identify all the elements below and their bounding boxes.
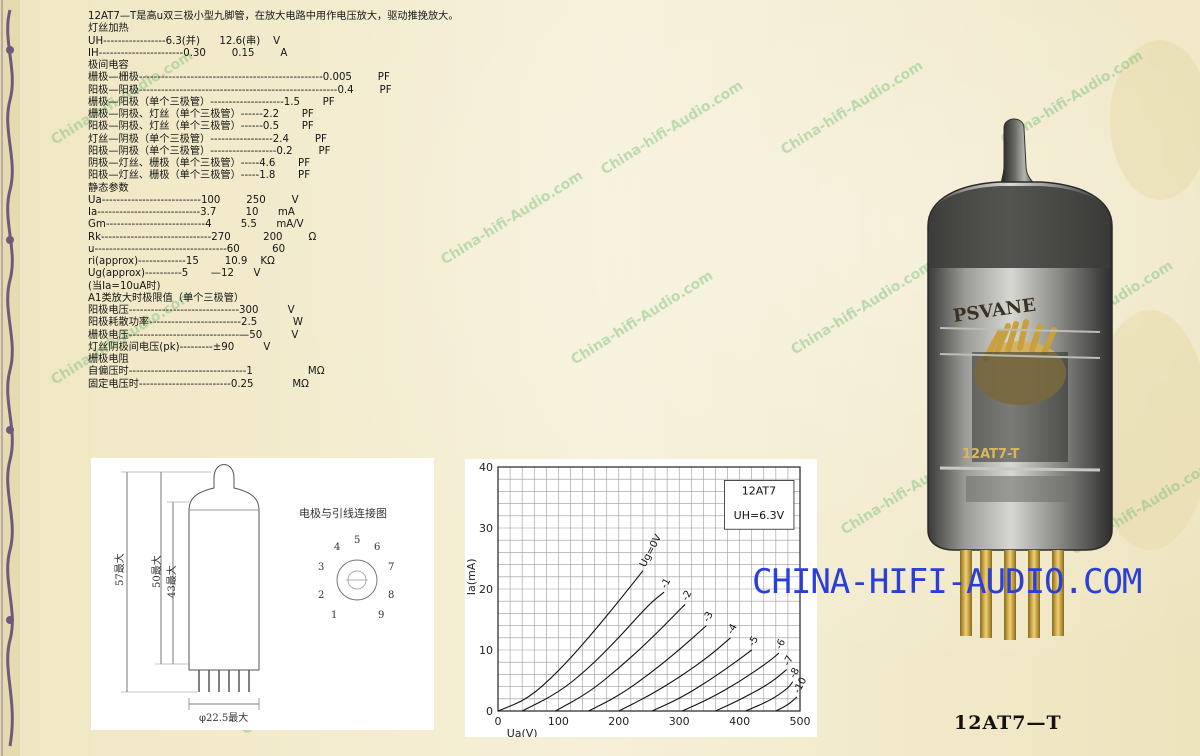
diameter-label: φ22.5最大 [199, 713, 249, 724]
tube-dimension-drawing: 电极与引线连接图 57最大 50最大 43最大 φ22.5最大 5 4 6 3 … [91, 458, 434, 730]
spec-line: IH-----------------------0.30 0.15 A [88, 47, 288, 59]
spec-line: 阳极—阳极-----------------------------------… [88, 84, 392, 96]
spec-line: Ia----------------------------3.7 10 mA [88, 207, 295, 218]
dimension-outline [121, 464, 378, 710]
tube-name-caption: 12AT7—T [954, 712, 1062, 734]
body-height-label-1: 50最大 [152, 555, 163, 588]
spec-line: Ua---------------------------100 250 V [88, 194, 299, 206]
series-label: -8 [788, 666, 802, 680]
chart-subtitle: UH=6.3V [734, 509, 785, 522]
series-line [681, 652, 780, 712]
spec-line: 栅极—阴极、灯丝（单个三极管）------2.2 PF [88, 109, 314, 120]
left-ornament-border [0, 0, 20, 756]
spec-line: 栅极电阻 [88, 354, 129, 365]
series-line [775, 696, 798, 712]
pin-number: 6 [374, 542, 381, 553]
x-tick-label: 300 [669, 715, 690, 728]
y-tick-label: 10 [479, 644, 493, 657]
spec-line: 阳极—阴极（单个三极管）------------------0.2 PF [88, 145, 331, 157]
spec-line: A1类放大时极限值（单个三极管） [88, 292, 245, 304]
spec-line: u------------------------------------60 … [88, 243, 286, 255]
spec-line: Ug(approx)----------5 —12 V [88, 268, 261, 280]
spec-line: 静态参数 [88, 182, 129, 194]
spec-line: 阳极电压------------------------------300 V [88, 305, 295, 316]
spec-line: 灯丝加热 [88, 23, 129, 35]
vacuum-tube-illustration: PSVANE 12AT7-T [927, 118, 1113, 640]
pin-number: 8 [388, 590, 395, 601]
chart-title: 12AT7 [742, 484, 776, 497]
x-tick-label: 500 [790, 715, 811, 728]
series-line [618, 637, 731, 712]
series-line [497, 570, 644, 712]
spec-line: 阴极—灯丝、栅极（单个三极管）-----4.6 PF [88, 158, 311, 169]
pin-diagram-title: 电极与引线连接图 [299, 507, 387, 520]
overall-height-label: 57最大 [115, 553, 126, 586]
pin-number: 2 [318, 590, 325, 601]
y-tick-label: 0 [486, 705, 493, 718]
y-tick-label: 40 [479, 461, 493, 474]
series-label: -4 [725, 622, 739, 636]
y-tick-label: 30 [479, 522, 493, 535]
x-tick-label: 400 [729, 715, 750, 728]
chart-title-box [724, 480, 795, 530]
pin-number: 3 [318, 562, 325, 573]
spec-line: 极间电容 [88, 60, 129, 71]
spec-line: 阳极—阴极、灯丝（单个三极管）------0.5 PF [88, 121, 314, 133]
spec-line: 12AT7—T是高u双三极小型九脚管，在放大电路中用作电压放大，驱动推挽放大。 [88, 11, 459, 22]
spec-line: 阳极耗散功率-------------------------2.5 W [88, 317, 303, 329]
spec-line: 栅极—栅极-----------------------------------… [88, 72, 390, 84]
series-line [588, 625, 707, 712]
x-tick-label: 100 [548, 715, 569, 728]
series-line [521, 591, 665, 712]
spec-line: 栅极电压------------------------------—50 V [88, 329, 299, 341]
plot-frame [497, 466, 801, 712]
tube-photo: PSVANE 12AT7-T [900, 118, 1140, 658]
series-label: -1 [659, 576, 673, 590]
spec-line: (当Ia=10uA时) [88, 280, 161, 292]
series-label: -7 [782, 654, 796, 668]
pin-number: 5 [354, 535, 361, 546]
x-axis-label: Ua(V) [507, 727, 538, 737]
pin-number: 9 [378, 610, 385, 621]
series-label: -3 [701, 610, 715, 624]
series-label: Ug=0V [638, 533, 664, 569]
series-line [651, 649, 753, 712]
spec-line: 灯丝阴极间电压(pk)---------±90 V [88, 341, 271, 353]
series-line [555, 603, 686, 712]
pin-number: 4 [334, 542, 341, 553]
pin-number: 7 [388, 562, 395, 573]
x-tick-label: 0 [495, 715, 502, 728]
y-tick-label: 20 [479, 583, 493, 596]
spec-line: 阳极—灯丝、栅极（单个三极管）-----1.8 PF [88, 170, 311, 182]
pin-number: 1 [331, 610, 338, 621]
series-line [745, 681, 794, 712]
body-height-label-2: 43最大 [167, 565, 178, 598]
spec-line: 栅极—阳极（单个三极管）--------------------1.5 PF [88, 96, 335, 108]
spec-line: 灯丝—阴极（单个三极管）-----------------2.4 PF [88, 133, 327, 145]
spec-line: ri(approx)-------------15 10.9 KΩ [88, 256, 275, 267]
series-label: -5 [747, 634, 761, 648]
series-label: -6 [774, 637, 788, 651]
spec-line: 自偏压时--------------------------------1 MΩ [88, 366, 325, 378]
spec-line: UH-----------------6.3(并) 12.6(串) V [88, 35, 281, 47]
spec-text-block: 12AT7—T是高u双三极小型九脚管，在放大电路中用作电压放大，驱动推挽放大。灯… [88, 11, 648, 391]
spec-line: 固定电压时-------------------------0.25 MΩ [88, 378, 309, 390]
y-axis-label: Ia(mA) [465, 558, 478, 595]
tube-marking-text: 12AT7-T [962, 447, 1020, 462]
spec-line: Rk------------------------------270 200 … [88, 231, 317, 243]
series-line [715, 669, 788, 712]
x-tick-label: 200 [608, 715, 629, 728]
site-url-overlay: CHINA-HIFI-AUDIO.COM [752, 562, 1142, 602]
spec-line: Gm---------------------------4 5.5 mA/V [88, 219, 304, 231]
series-label: -2 [680, 589, 694, 603]
